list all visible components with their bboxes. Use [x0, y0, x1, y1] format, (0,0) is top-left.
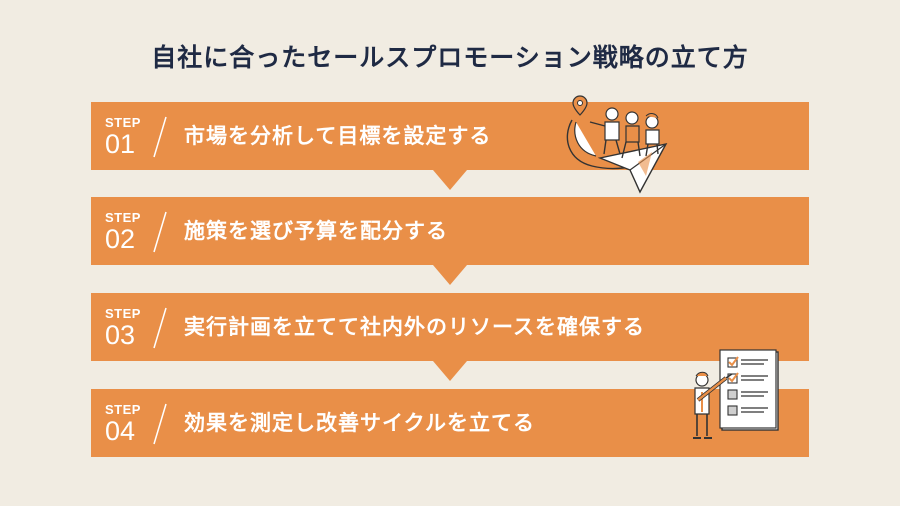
step-text: 施策を選び予算を配分する — [184, 219, 448, 243]
step-label: STEP — [105, 115, 141, 130]
slash-divider — [153, 211, 167, 253]
slash-divider — [153, 116, 167, 158]
page-title: 自社に合ったセールスプロモーション戦略の立て方 — [151, 43, 749, 72]
slash-divider — [153, 403, 167, 445]
step-number: 04 — [105, 416, 136, 446]
down-arrow — [433, 361, 467, 381]
checklist-illustration — [693, 349, 779, 439]
people-riding-arrow-illustration — [566, 95, 668, 194]
step-3: STEP 03 実行計画を立てて社内外のリソースを確保する — [91, 293, 809, 361]
step-number: 03 — [105, 320, 136, 350]
step-label: STEP — [105, 402, 141, 417]
slash-divider — [153, 307, 167, 349]
step-text: 効果を測定し改善サイクルを立てる — [184, 411, 535, 435]
step-text: 実行計画を立てて社内外のリソースを確保する — [184, 315, 645, 339]
step-1: STEP 01 市場を分析して目標を設定する — [91, 102, 809, 170]
step-number: 02 — [105, 224, 136, 254]
down-arrow — [433, 265, 467, 285]
step-number: 01 — [105, 129, 136, 159]
down-arrow — [433, 170, 467, 190]
step-label: STEP — [105, 210, 141, 225]
step-text: 市場を分析して目標を設定する — [184, 124, 492, 148]
step-4: STEP 04 効果を測定し改善サイクルを立てる — [91, 389, 809, 457]
step-label: STEP — [105, 306, 141, 321]
step-2: STEP 02 施策を選び予算を配分する — [91, 197, 809, 265]
